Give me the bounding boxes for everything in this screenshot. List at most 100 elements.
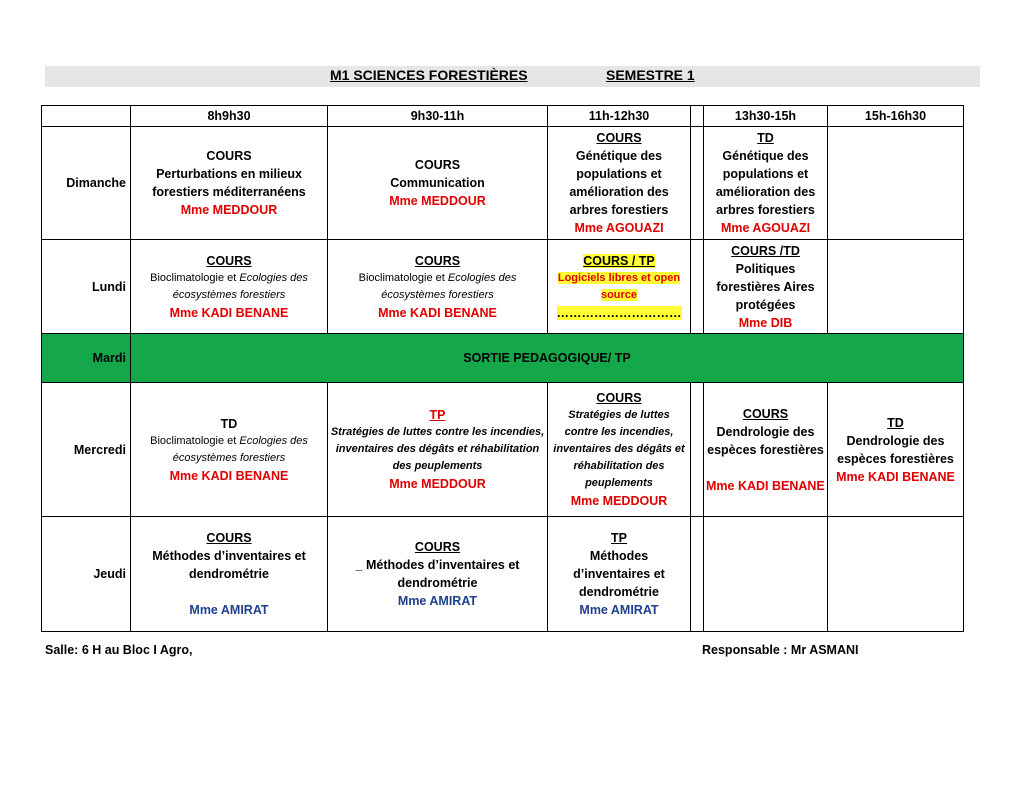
slot-cell: COURS Bioclimatologie et Ecologies des é… [130,239,328,334]
day-label: Mardi [41,333,131,383]
slot-teacher: Mme KADI BENANE [169,468,289,483]
slot-placeholder: ………………………… [556,305,682,320]
slot-type: TD [220,416,238,431]
manager-note: Responsable : Mr ASMANI [702,643,859,657]
slot-subject: Méthodes d’inventaires et dendrométrie [152,549,306,581]
slot-teacher: Mme KADI BENANE [378,305,497,320]
slot-cell: TD Bioclimatologie et Ecologies des écos… [130,382,328,517]
slot-subject: Perturbations en milieux forestiers médi… [152,167,306,199]
slot-type: COURS [742,406,789,421]
slot-type: COURS [596,391,642,405]
slot-type: TD [887,415,904,430]
slot-teacher: Mme KADI BENANE [836,469,955,484]
empty-cell [827,126,964,240]
title-bar [45,66,980,87]
slot-cell: COURS Génétique des populations et améli… [547,126,691,240]
spacer-cell [690,382,704,517]
row-mardi: Mardi SORTIE PEDAGOGIQUE/ TP [41,333,964,383]
slot-teacher: Mme AMIRAT [397,594,478,608]
slot-teacher: Mme AGOUAZI [720,221,811,235]
room-note: Salle: 6 H au Bloc I Agro, [45,643,193,657]
slot-cell: COURS _ Méthodes d’inventaires et dendro… [327,516,548,632]
slot-cell: TP Méthodes d’inventaires et dendrométri… [547,516,691,632]
slot-type: TD [757,131,774,145]
slot-subject: Génétique des populations et amélioratio… [569,149,669,217]
day-label: Mercredi [41,382,131,517]
slot-type: COURS [596,131,642,145]
slot-cell: COURS Stratégies de luttes contre les in… [547,382,691,517]
slot-cell: COURS Dendrologie des espèces forestière… [703,382,828,517]
slot-type: TP [611,531,627,545]
col-header-4: 13h30-15h [703,105,828,127]
spacer-cell [690,239,704,334]
slot-subject: Logiciels libres et open source [557,271,681,301]
empty-cell [703,516,828,632]
slot-cell: TP Stratégies de luttes contre les incen… [327,382,548,517]
slot-subject: Dendrologie des espèces forestières [707,424,824,457]
slot-subject: Ecologies des écosystèmes forestiers [381,271,517,301]
slot-type: COURS [206,531,252,545]
row-lundi: Lundi COURS Bioclimatologie et Ecologies… [41,239,964,334]
slot-teacher: Mme DIB [738,315,793,330]
slot-type: COURS [206,253,252,268]
slot-type: COURS / TP [583,253,655,268]
slot-cell: TD Génétique des populations et améliora… [703,126,828,240]
timetable: 8h9h30 9h30-11h 11h-12h30 13h30-15h 15h-… [41,105,964,632]
row-mercredi: Mercredi TD Bioclimatologie et Ecologies… [41,382,964,517]
slot-subject: Dendrologie des espèces forestières [837,433,954,466]
slot-subject: Méthodes d’inventaires et dendrométrie [573,549,665,599]
spacer-cell [690,516,704,632]
col-header-1: 8h9h30 [130,105,328,127]
slot-teacher: Mme MEDDOUR [180,203,278,217]
slot-subject: Génétique des populations et amélioratio… [715,149,816,217]
page-title: M1 SCIENCES FORESTIÈRES [330,67,528,83]
col-header-2: 9h30-11h [327,105,548,127]
slot-teacher: Mme MEDDOUR [570,494,668,508]
slot-cell: COURS Méthodes d’inventaires et dendromé… [130,516,328,632]
corner-cell [41,105,131,127]
slot-subject: Ecologies des écosystèmes forestiers [172,271,308,301]
slot-cell: COURS Perturbations en milieux forestier… [130,126,328,240]
slot-cell: COURS /TD Politiques forestières Aires p… [703,239,828,334]
day-label: Jeudi [41,516,131,632]
slot-cell: COURS Bioclimatologie et Ecologies des é… [327,239,548,334]
slot-type: COURS [206,149,252,163]
day-label: Dimanche [41,126,131,240]
row-dimanche: Dimanche COURS Perturbations en milieux … [41,126,964,240]
slot-subject: Communication [390,176,485,190]
col-header-3: 11h-12h30 [547,105,691,127]
empty-cell [827,516,964,632]
slot-type: COURS [414,158,461,172]
day-label: Lundi [41,239,131,334]
slot-subject: _ Méthodes d’inventaires et dendrométrie [355,558,520,590]
slot-teacher: Mme KADI BENANE [169,305,289,320]
col-header-5: 15h-16h30 [827,105,964,127]
semester-label: SEMESTRE 1 [606,67,695,83]
slot-teacher: Mme MEDDOUR [389,477,486,491]
slot-cell: COURS / TP Logiciels libres et open sour… [547,239,691,334]
spacer-cell [690,105,704,127]
slot-teacher: Mme KADI BENANE [706,478,825,493]
slot-subject: Ecologies des écosystèmes forestiers [172,434,308,464]
slot-subject: Politiques forestières Aires protégées [716,261,815,312]
slot-teacher: Mme AMIRAT [189,603,269,617]
slot-teacher: Mme MEDDOUR [389,194,486,208]
slot-subject: Bioclimatologie et [150,434,237,447]
slot-subject: Stratégies de luttes contre les incendie… [553,409,685,489]
slot-teacher: Mme AGOUAZI [574,221,664,235]
slot-subject: Bioclimatologie et [150,271,237,284]
slot-teacher: Mme AMIRAT [579,603,659,617]
slot-type: TP [429,408,446,422]
header-row: 8h9h30 9h30-11h 11h-12h30 13h30-15h 15h-… [41,105,964,127]
field-trip-banner: SORTIE PEDAGOGIQUE/ TP [130,333,964,383]
slot-type: COURS [414,253,461,268]
slot-cell: TD Dendrologie des espèces forestières M… [827,382,964,517]
slot-type: COURS /TD [731,243,800,258]
empty-cell [827,239,964,334]
slot-subject: Stratégies de luttes contre les incendie… [330,426,545,472]
row-jeudi: Jeudi COURS Méthodes d’inventaires et de… [41,516,964,632]
slot-type: COURS [414,540,461,554]
spacer-cell [690,126,704,240]
slot-cell: COURS Communication Mme MEDDOUR [327,126,548,240]
slot-subject: Bioclimatologie et [358,271,445,284]
